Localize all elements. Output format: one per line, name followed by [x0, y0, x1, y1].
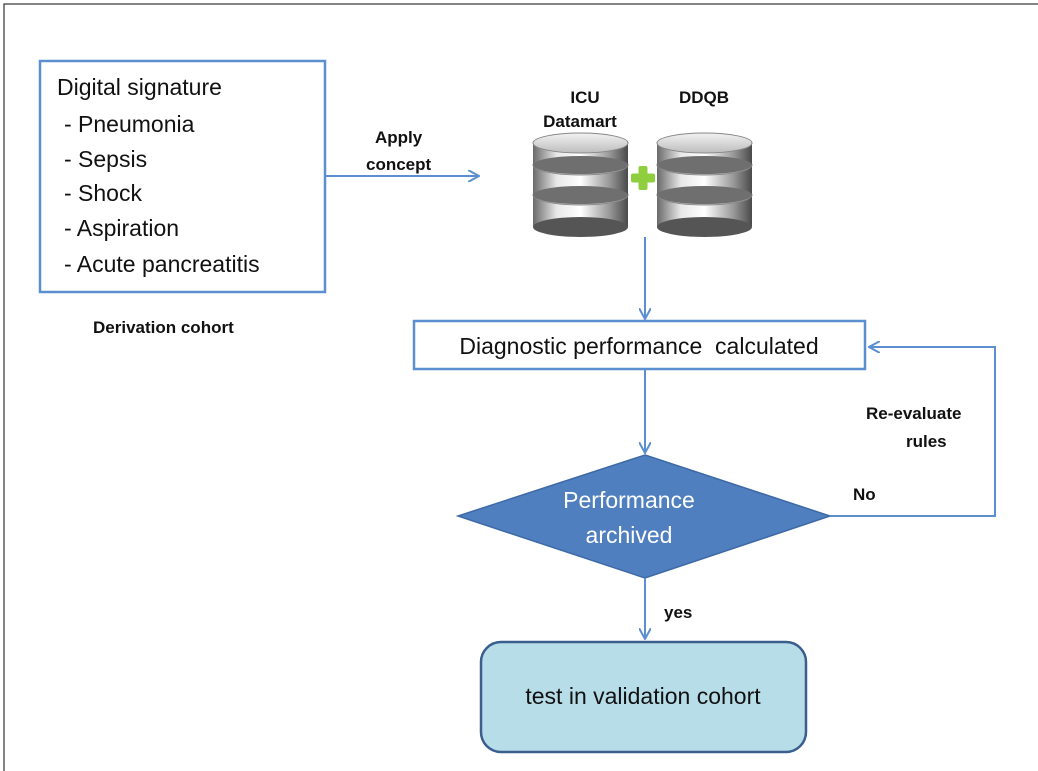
signature-item-pneumonia: - Pneumonia	[64, 111, 195, 137]
re-evaluate-loop-arrow	[830, 347, 996, 517]
apply-label-line1: Apply	[375, 128, 423, 147]
decision-text-line1: Performance	[563, 487, 695, 513]
signature-item-aspiration: - Aspiration	[64, 215, 179, 241]
re-evaluate-label-line1: Re-evaluate	[866, 404, 961, 423]
yes-label: yes	[664, 603, 692, 622]
ddqb-database-icon	[656, 132, 753, 237]
signature-item-shock: - Shock	[64, 180, 142, 206]
signature-box: Digital signature - Pneumonia - Sepsis -…	[38, 59, 327, 294]
validation-cohort-box: test in validation cohort	[479, 640, 808, 754]
signature-title: Digital signature	[57, 74, 222, 100]
icu-datamart-database-icon	[532, 132, 629, 237]
signature-item-sepsis: - Sepsis	[64, 146, 147, 172]
outer-frame	[3, 3, 1038, 771]
icu-label-line1: ICU	[570, 88, 599, 107]
plus-icon	[631, 166, 655, 190]
decision-text-line2: archived	[586, 522, 673, 548]
icu-label-line2: Datamart	[543, 112, 617, 131]
ddqb-label: DDQB	[679, 88, 729, 107]
no-label: No	[853, 485, 876, 504]
performance-decision-diamond: Performance archived	[455, 454, 833, 579]
apply-label-line2: concept	[366, 155, 432, 174]
re-evaluate-label-line2: rules	[906, 432, 947, 451]
validation-text: test in validation cohort	[525, 683, 761, 709]
signature-item-pancreatitis: - Acute pancreatitis	[64, 251, 260, 277]
diagnostic-performance-text: Diagnostic performance calculated	[459, 333, 818, 359]
diagnostic-performance-box: Diagnostic performance calculated	[412, 319, 867, 371]
derivation-cohort-label: Derivation cohort	[93, 318, 234, 337]
